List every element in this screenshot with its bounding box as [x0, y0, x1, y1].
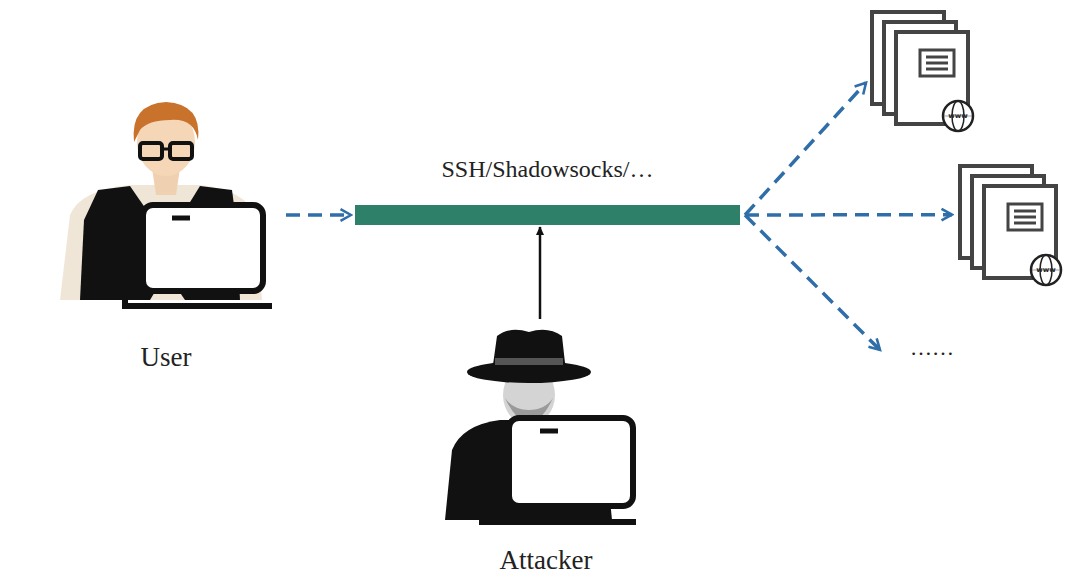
server-icon	[960, 166, 1061, 285]
user-node: User	[50, 95, 282, 373]
node-label: ……	[910, 335, 954, 361]
user-figure	[60, 102, 272, 306]
server-icon	[872, 12, 973, 131]
dashed-arrow	[745, 83, 866, 215]
node-label: User	[141, 342, 192, 373]
globe-label: www	[1036, 266, 1055, 274]
dashed-arrow	[745, 215, 880, 350]
attack-arrow	[539, 227, 542, 319]
tunnel-bar: SSH/Shadowsocks/…	[355, 205, 740, 225]
globe-label: www	[948, 112, 967, 120]
dashed-arrow	[745, 213, 952, 217]
node-label: Attacker	[500, 545, 593, 576]
tunnel-label: SSH/Shadowsocks/…	[441, 156, 653, 183]
dashed-arrow	[286, 213, 351, 217]
attacker-figure	[445, 330, 636, 522]
ellipsis-node: ……	[888, 335, 988, 365]
server-node: www	[872, 12, 988, 134]
attacker-node: Attacker	[440, 325, 652, 576]
server-node: www	[958, 166, 1064, 294]
